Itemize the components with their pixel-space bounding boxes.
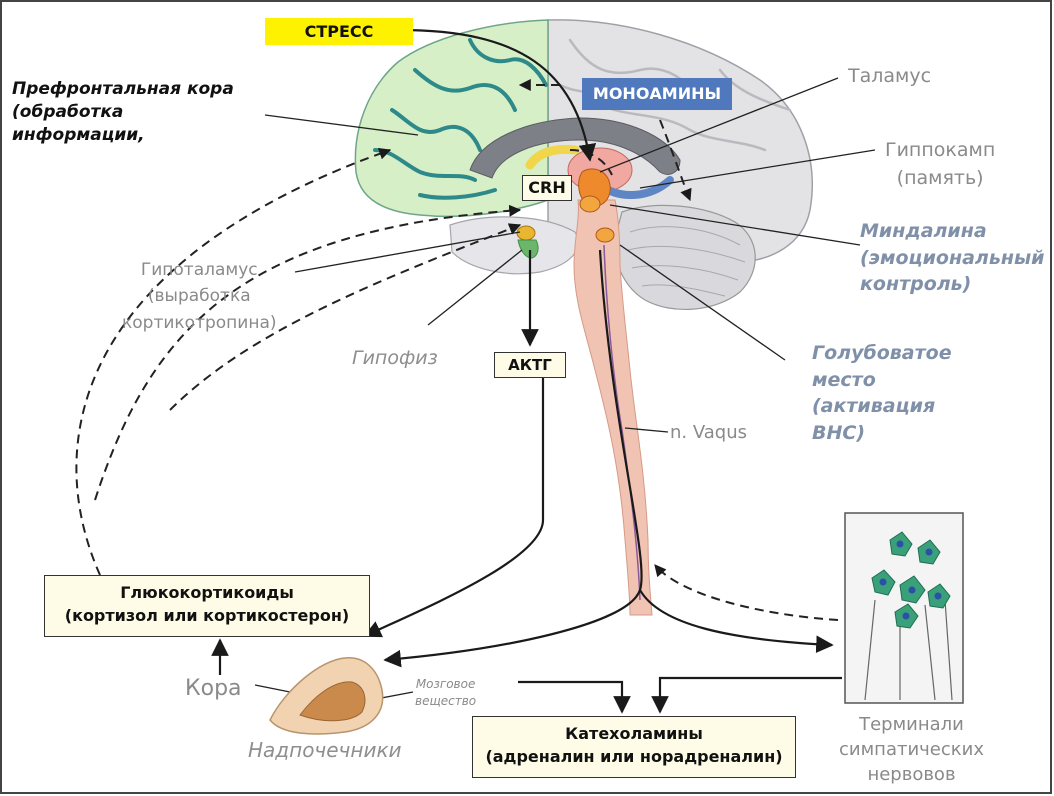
pituitary-label: Гипофиз [352, 347, 438, 370]
amygdala-line-3: контроль) [860, 271, 1044, 298]
hippocampus-line-2: (память) [885, 165, 995, 193]
medulla-line-2: вещество [415, 693, 476, 710]
medulla-label: Мозговое вещество [415, 676, 476, 710]
crh-tag: CRH [522, 175, 572, 201]
amygdala-label: Миндалина (эмоциональный контроль) [860, 218, 1044, 298]
catecholamines-line-2: (адреналин или норадреналин) [473, 745, 795, 768]
monoamines-label: МОНОАМИНЫ [593, 84, 721, 103]
locus-line-1: Голубоватое [812, 340, 952, 367]
locus-line-4: ВНС) [812, 420, 952, 447]
glucocorticoids-line-1: Глюкокортикоиды [45, 581, 369, 604]
stress-label: СТРЕСС [305, 22, 374, 41]
adrenals-label: Надпочечники [248, 738, 402, 762]
frontal-lobe [355, 20, 548, 216]
cerebellum [615, 205, 756, 309]
medulla-line-1: Мозговое [415, 676, 476, 693]
terminals-line-3: нервовов [824, 762, 999, 787]
locus-label: Голубоватое место (активация ВНС) [812, 340, 952, 446]
locus-coeruleus-shape [596, 228, 614, 242]
stress-tag: СТРЕСС [265, 18, 413, 45]
hypothalamus-line-1: Гипоталамус [122, 257, 277, 283]
hypothalamus-line-2: (выработка [122, 283, 277, 309]
hypothalamus-shape [517, 226, 535, 240]
amygdala-shape [580, 196, 600, 212]
locus-line-3: (активация [812, 393, 952, 420]
acth-tag: АКТГ [494, 352, 566, 378]
amygdala-line-1: Миндалина [860, 218, 1044, 245]
acth-label: АКТГ [508, 356, 552, 374]
temporal-lobe [450, 217, 578, 274]
prefrontal-line-1: Префронтальная кора [12, 78, 234, 101]
crh-label: CRH [528, 178, 565, 197]
glucocorticoids-box: Глюкокортикоиды (кортизол или кортикосте… [44, 575, 370, 637]
catecholamines-line-1: Катехоламины [473, 722, 795, 745]
cortex-label: Кора [185, 676, 242, 702]
prefrontal-line-3: информации, [12, 124, 234, 147]
monoamines-tag: МОНОАМИНЫ [582, 78, 732, 110]
hippocampus-line-1: Гиппокамп [885, 137, 995, 165]
locus-line-2: место [812, 367, 952, 394]
terminals-line-1: Терминали [824, 712, 999, 737]
terminals-label: Терминали симпатических нервовов [824, 712, 999, 788]
hypothalamus-line-3: кортикотропина) [122, 310, 277, 336]
thalamus-label: Таламус [848, 65, 931, 88]
amygdala-line-2: (эмоциональный [860, 245, 1044, 272]
prefrontal-label: Префронтальная кора (обработка информаци… [12, 78, 234, 147]
hypothalamus-label: Гипоталамус (выработка кортикотропина) [122, 257, 277, 336]
hippocampus-label: Гиппокамп (память) [885, 137, 995, 192]
glucocorticoids-line-2: (кортизол или кортикостерон) [45, 604, 369, 627]
terminals-line-2: симпатических [824, 737, 999, 762]
catecholamines-box: Катехоламины (адреналин или норадреналин… [472, 716, 796, 778]
vagus-label: n. Vaqus [670, 422, 747, 444]
prefrontal-line-2: (обработка [12, 101, 234, 124]
